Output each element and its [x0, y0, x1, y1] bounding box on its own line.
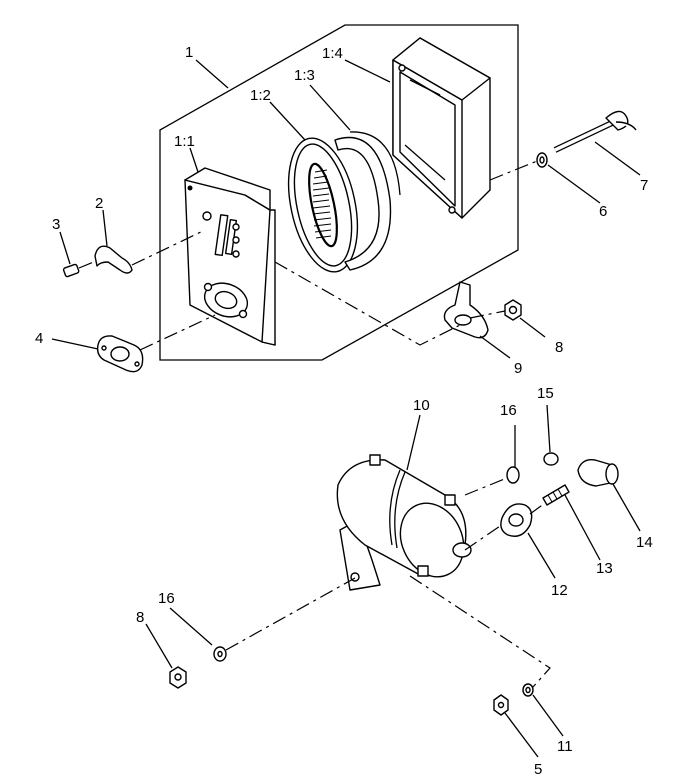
callout-labels: 1 1:1 1:2 1:3 1:4 2 3 4 5 6 7 8 8 9 10 1…: [35, 44, 653, 778]
breather-tube: [94, 245, 133, 274]
plug-15: [543, 452, 559, 466]
label-16-upper: 16: [500, 402, 517, 419]
label-6: 6: [599, 203, 607, 220]
label-3: 3: [52, 216, 60, 233]
air-cleaner-cover: [392, 37, 491, 219]
label-9: 9: [514, 360, 522, 377]
label-12: 12: [551, 582, 568, 599]
label-7: 7: [640, 177, 648, 194]
gasket-4: [96, 335, 144, 373]
nut-8-upper: [504, 299, 522, 321]
gasket-12: [500, 503, 533, 537]
washer-16-lower: [213, 646, 227, 662]
filter-element: [287, 137, 359, 273]
label-5: 5: [534, 761, 542, 778]
pre-cleaner: [334, 131, 401, 271]
label-10: 10: [413, 397, 430, 414]
label-15: 15: [537, 385, 554, 402]
nut-5: [493, 694, 509, 716]
label-8-upper: 8: [555, 339, 563, 356]
label-16-lower: 16: [158, 590, 175, 607]
starter-motor: [336, 454, 472, 591]
label-1-3: 1:3: [294, 67, 315, 84]
assembly-centerlines: [78, 160, 551, 688]
label-11: 11: [557, 738, 573, 755]
label-4: 4: [35, 330, 43, 347]
washer-16-upper: [506, 466, 520, 484]
label-1-4: 1:4: [322, 45, 343, 62]
lock-washer-11: [522, 683, 534, 697]
wing-bolt: [553, 110, 637, 153]
label-2: 2: [95, 195, 103, 212]
air-cleaner-assembly-outline: [159, 24, 519, 361]
label-1-1: 1:1: [174, 133, 195, 150]
label-1: 1: [185, 44, 193, 61]
leader-lines: [51, 59, 641, 758]
label-8-lower: 8: [136, 609, 144, 626]
washer-6: [536, 152, 548, 168]
label-14: 14: [636, 534, 653, 551]
label-1-2: 1:2: [250, 87, 271, 104]
cap-14: [577, 459, 619, 487]
nut-8-lower: [169, 666, 187, 689]
stud: [542, 484, 570, 506]
label-13: 13: [596, 560, 613, 577]
plug: [62, 263, 80, 278]
air-cleaner-base: [184, 167, 276, 346]
